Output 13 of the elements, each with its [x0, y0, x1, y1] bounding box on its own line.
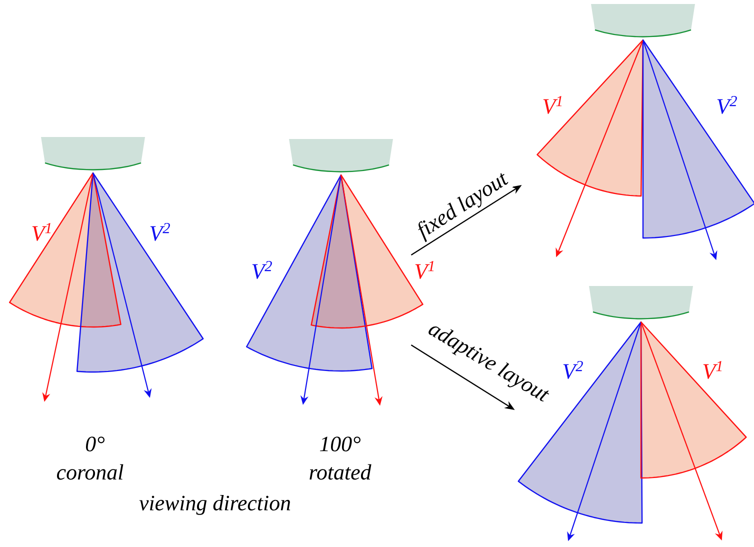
vector-label: V$^{2}$ — [252, 261, 272, 279]
vector-label: V$^{1}$ — [543, 96, 562, 114]
vector-label: V$^{2}$ — [717, 96, 737, 114]
view-caption: coronal — [57, 464, 124, 480]
view-caption: rotated — [310, 464, 372, 480]
vector-label: V$^{1}$ — [415, 261, 434, 279]
vector-label: V$^{1}$ — [32, 223, 51, 241]
view-caption: 0° — [86, 436, 104, 452]
vector-label: V$^{2}$ — [563, 361, 583, 379]
vector-label: V$^{1}$ — [703, 361, 722, 379]
caption: viewing direction — [139, 495, 290, 515]
vector-label: V$^{2}$ — [150, 223, 170, 241]
view-caption: 100° — [320, 436, 360, 452]
